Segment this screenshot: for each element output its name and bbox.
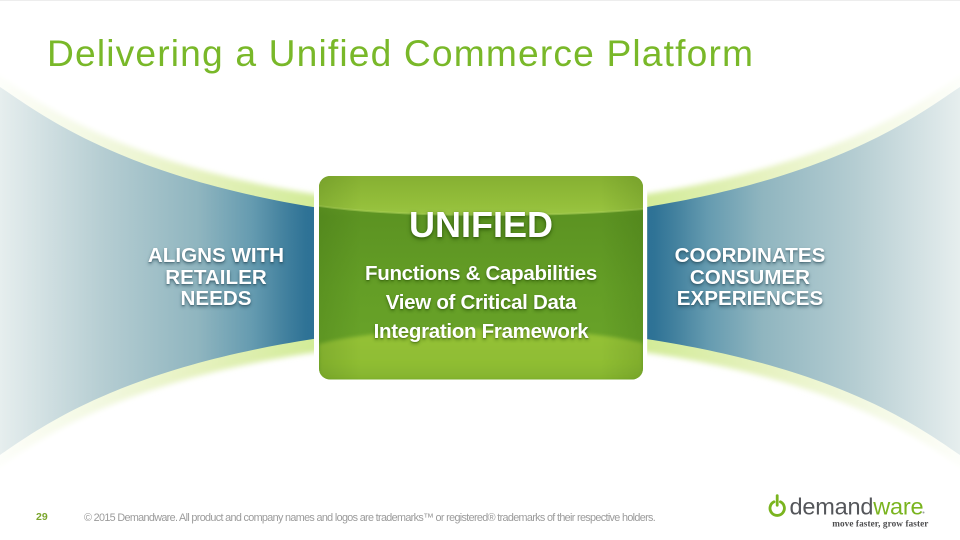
- svg-text:demandware: demandware: [790, 494, 924, 520]
- svg-text:move faster, grow faster: move faster, grow faster: [832, 519, 928, 529]
